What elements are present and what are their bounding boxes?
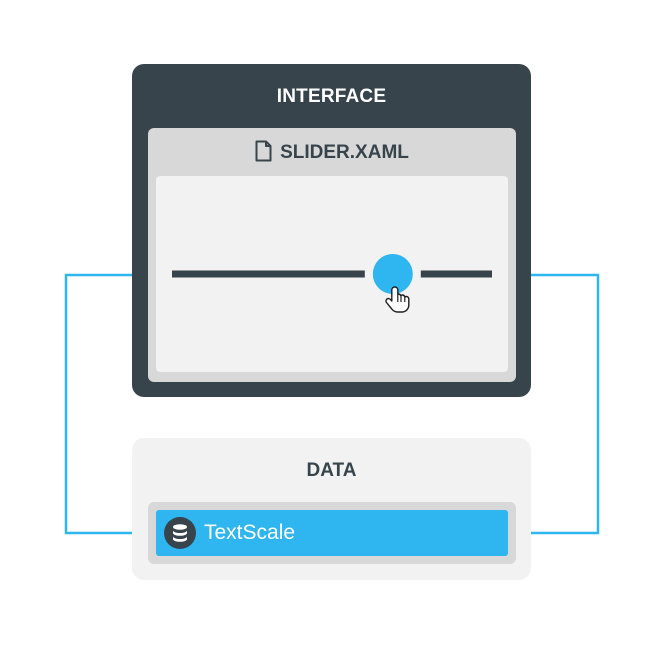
slider-control[interactable] [156, 176, 508, 372]
data-property-label: TextScale [204, 521, 296, 544]
data-property-item[interactable]: TextScale [156, 510, 508, 556]
source-to-target-connector [64, 273, 148, 535]
file-header: SLIDER.XAML [148, 140, 516, 166]
hand-cursor-icon [385, 286, 410, 313]
interface-panel: INTERFACE SLIDER.XAML [132, 64, 531, 397]
document-icon [255, 140, 272, 167]
target-to-source-connector [516, 273, 600, 535]
data-panel: DATA TextScale [132, 438, 531, 580]
data-item-container: TextScale [148, 502, 516, 564]
file-preview [156, 176, 508, 372]
file-card: SLIDER.XAML [148, 128, 516, 382]
file-name: SLIDER.XAML [280, 142, 409, 163]
interface-title: INTERFACE [276, 86, 387, 107]
database-icon [164, 517, 196, 549]
slider-thumb [372, 254, 413, 294]
data-title: DATA [306, 460, 357, 481]
